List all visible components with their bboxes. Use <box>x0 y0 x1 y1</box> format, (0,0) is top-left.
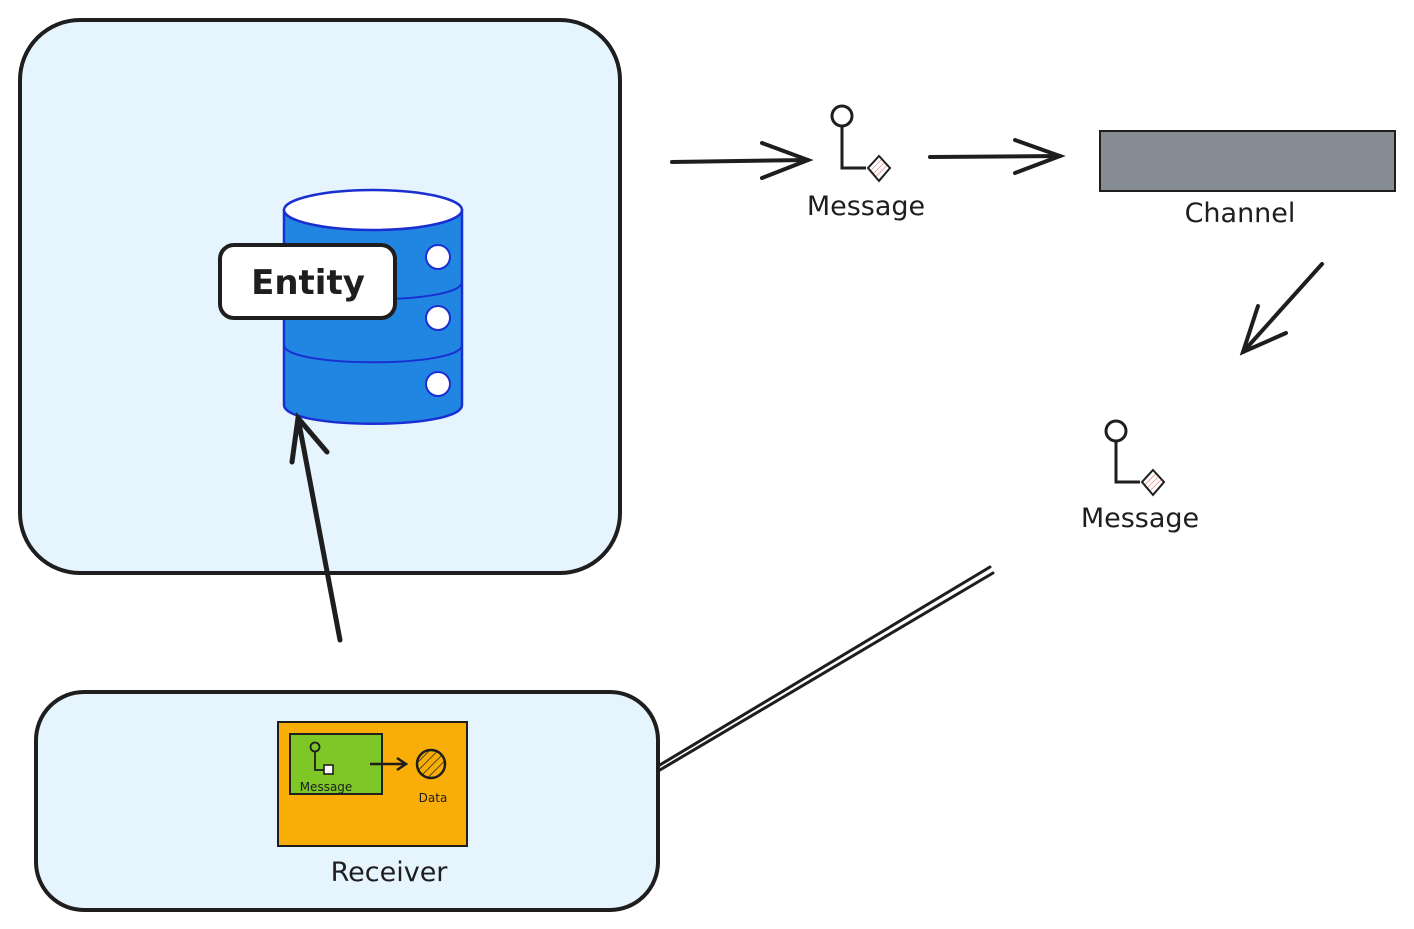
entity-label: Entity <box>251 263 365 303</box>
message-icon <box>1104 419 1166 497</box>
message-top-label: Message <box>807 191 925 222</box>
channel-label: Channel <box>1185 198 1296 229</box>
receiver-inner-data-label: Data <box>419 791 448 805</box>
message-right-label: Message <box>1081 503 1199 534</box>
arrow-entity-to-message <box>670 141 814 180</box>
arrow-channel-to-message <box>1239 262 1324 356</box>
arrow-receiver-to-entity <box>289 412 343 643</box>
message-icon <box>830 104 892 183</box>
channel-bar <box>1099 130 1396 192</box>
receiver-inner-message-label: Message <box>300 780 353 794</box>
entity-label-box: Entity <box>218 243 397 320</box>
message-icon <box>309 741 334 775</box>
arrow-message-to-channel <box>928 138 1066 175</box>
data-icon <box>415 748 447 780</box>
receiver-component: Message Data <box>277 721 468 847</box>
receiver-label: Receiver <box>331 857 449 888</box>
